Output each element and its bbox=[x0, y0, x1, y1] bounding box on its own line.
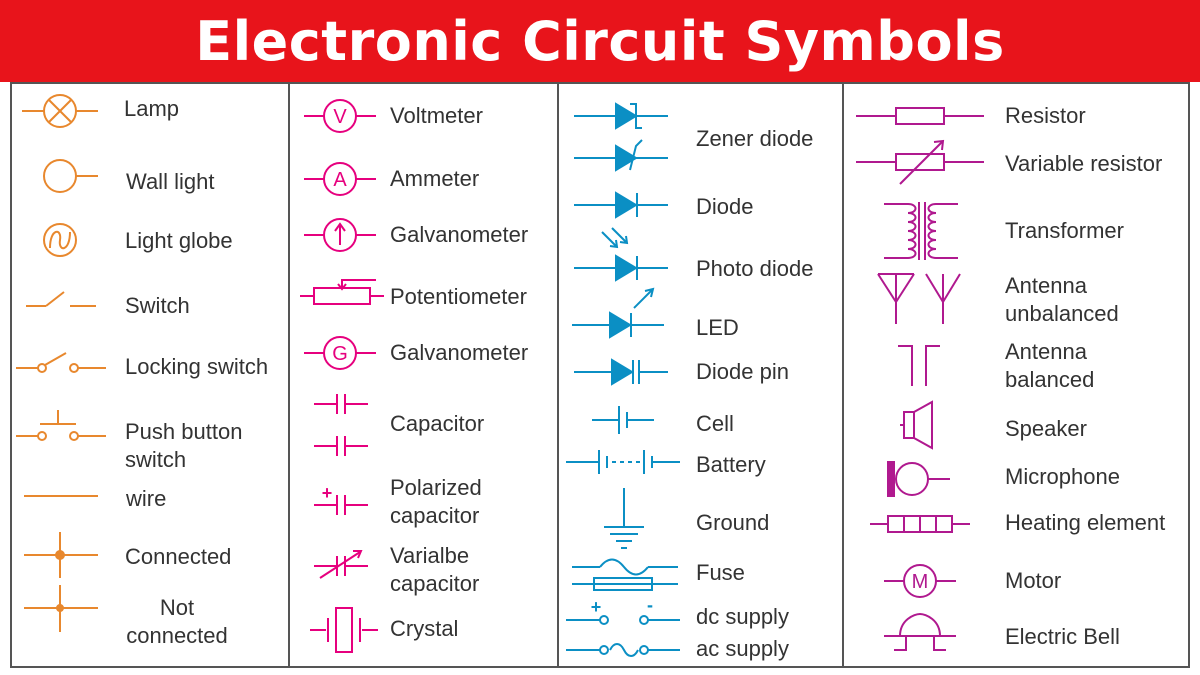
label-potentiometer: Potentiometer bbox=[390, 284, 527, 309]
label-crystal: Crystal bbox=[390, 616, 459, 641]
label-ground: Ground bbox=[696, 510, 770, 535]
label-battery: Battery bbox=[696, 452, 766, 477]
capacitor-symbol bbox=[314, 394, 368, 456]
galvanometer-glyph: G bbox=[332, 343, 348, 365]
wall-light-symbol bbox=[43, 159, 98, 193]
variable-resistor-symbol bbox=[856, 139, 984, 185]
voltmeter-symbol: V bbox=[304, 99, 376, 133]
battery-symbol bbox=[566, 450, 680, 474]
ac-supply-symbol bbox=[566, 643, 680, 657]
label-voltmeter: Voltmeter bbox=[390, 103, 483, 128]
label-motor: Motor bbox=[1005, 568, 1062, 593]
locking-switch-symbol bbox=[16, 352, 106, 373]
polarized-capacitor-symbol: + bbox=[314, 483, 368, 515]
dc-plus-glyph: + bbox=[591, 597, 602, 617]
label-antenna-unbalanced: Antenna unbalanced bbox=[1005, 273, 1119, 326]
diode-pin-symbol bbox=[574, 358, 668, 386]
light-globe-symbol bbox=[43, 223, 77, 257]
label-cell: Cell bbox=[696, 411, 734, 436]
label-variable-capacitor: Varialbe capacitor bbox=[390, 543, 480, 596]
page-title: Electronic Circuit Symbols bbox=[195, 9, 1005, 73]
potentiometer-symbol bbox=[300, 279, 384, 305]
push-button-switch-symbol bbox=[16, 410, 106, 441]
motor-symbol: M bbox=[884, 564, 956, 598]
label-ac-supply: ac supply bbox=[696, 636, 789, 661]
label-push-button-switch: Push button switch bbox=[125, 419, 243, 472]
polarized-glyph: + bbox=[322, 483, 333, 503]
label-zener-diode: Zener diode bbox=[696, 126, 814, 151]
transformer-symbol bbox=[884, 202, 958, 260]
heating-element-symbol bbox=[870, 515, 970, 533]
label-speaker: Speaker bbox=[1005, 416, 1087, 441]
electric-bell-symbol bbox=[884, 612, 956, 651]
label-connected: Connected bbox=[125, 544, 232, 569]
cell-symbol bbox=[592, 406, 654, 434]
label-ammeter: Ammeter bbox=[390, 166, 480, 191]
label-switch: Switch bbox=[125, 293, 190, 318]
lamp-symbol bbox=[22, 94, 98, 128]
label-dc-supply: dc supply bbox=[696, 604, 789, 629]
galvanometer-arrow-symbol bbox=[304, 218, 376, 252]
label-lamp: Lamp bbox=[124, 96, 180, 121]
dc-supply-symbol: + - bbox=[566, 595, 680, 625]
photo-diode-symbol bbox=[574, 227, 668, 282]
label-locking-switch: Locking switch bbox=[125, 354, 269, 379]
resistor-symbol bbox=[856, 107, 984, 125]
label-capacitor: Capacitor bbox=[390, 411, 485, 436]
led-symbol bbox=[572, 287, 664, 339]
label-variable-resistor: Variable resistor bbox=[1005, 151, 1163, 176]
label-diode: Diode bbox=[696, 194, 754, 219]
antenna-balanced-symbol bbox=[898, 345, 940, 386]
galvanometer-g-symbol: G bbox=[304, 336, 376, 370]
ground-symbol bbox=[604, 488, 644, 549]
label-electric-bell: Electric Bell bbox=[1005, 624, 1120, 649]
crystal-symbol bbox=[310, 607, 378, 653]
not-connected-wires-symbol bbox=[24, 585, 98, 632]
dc-minus-glyph: - bbox=[647, 595, 653, 615]
column-divider bbox=[557, 82, 559, 668]
speaker-symbol bbox=[900, 400, 933, 450]
zener-diode-symbol bbox=[574, 102, 668, 172]
label-polarized-capacitor: Polarized capacitor bbox=[390, 475, 482, 528]
label-heating-element: Heating element bbox=[1005, 510, 1166, 535]
label-microphone: Microphone bbox=[1005, 464, 1120, 489]
antenna-unbalanced-symbol bbox=[877, 273, 961, 324]
voltmeter-glyph: V bbox=[333, 106, 347, 128]
label-photo-diode: Photo diode bbox=[696, 256, 814, 281]
microphone-symbol bbox=[887, 461, 950, 497]
diode-symbol bbox=[574, 191, 668, 219]
label-diode-pin: Diode pin bbox=[696, 359, 789, 384]
label-galvanometer: Galvanometer bbox=[390, 222, 529, 247]
column-divider bbox=[842, 82, 844, 668]
ammeter-glyph: A bbox=[333, 169, 347, 191]
connected-wires-symbol bbox=[24, 532, 98, 578]
label-fuse: Fuse bbox=[696, 560, 745, 585]
column-divider bbox=[288, 82, 290, 668]
label-wire: wire bbox=[126, 486, 167, 511]
ammeter-symbol: A bbox=[304, 162, 376, 196]
label-galvanometer-g: Galvanometer bbox=[390, 340, 529, 365]
title-banner: Electronic Circuit Symbols bbox=[0, 0, 1200, 82]
fuse-symbol bbox=[572, 558, 678, 591]
label-wall-light: Wall light bbox=[126, 169, 215, 194]
symbol-table bbox=[10, 82, 1190, 668]
motor-glyph: M bbox=[912, 571, 929, 593]
label-antenna-balanced: Antenna balanced bbox=[1005, 339, 1095, 392]
label-not-connected: Not connected bbox=[126, 595, 228, 648]
switch-symbol bbox=[26, 291, 96, 307]
label-light-globe: Light globe bbox=[125, 228, 233, 253]
label-transformer: Transformer bbox=[1005, 218, 1124, 243]
label-resistor: Resistor bbox=[1005, 103, 1086, 128]
variable-capacitor-symbol bbox=[314, 550, 368, 579]
label-led: LED bbox=[696, 315, 739, 340]
